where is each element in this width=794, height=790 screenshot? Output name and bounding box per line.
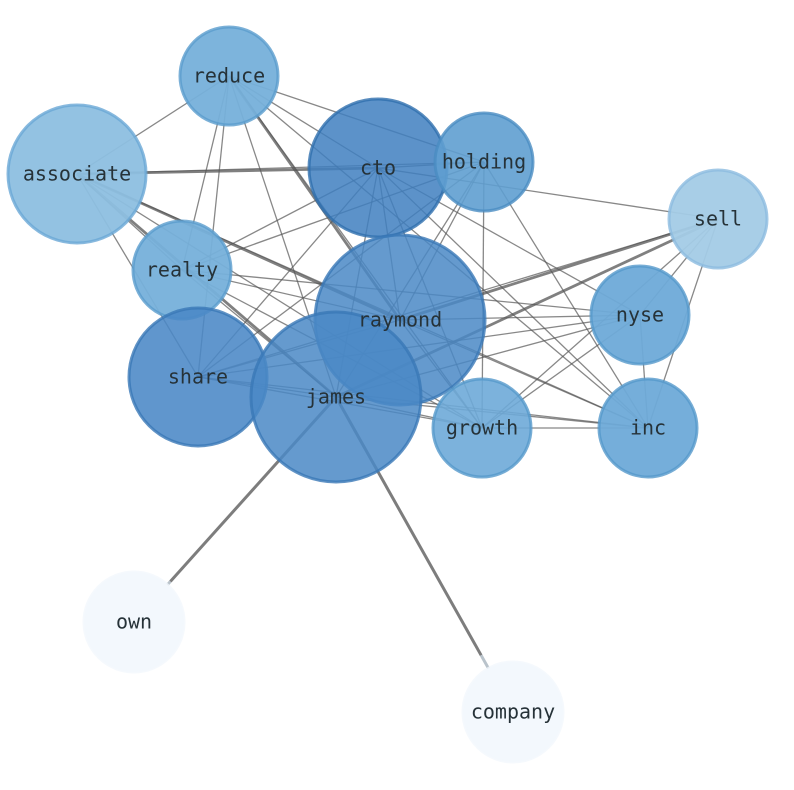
node-circle-sell[interactable] [667, 168, 769, 270]
node-circle-reduce[interactable] [178, 25, 280, 127]
node-label-realty: realty [146, 258, 218, 282]
node-label-raymond: raymond [358, 308, 442, 332]
node-circle-associate[interactable] [6, 103, 148, 245]
node-circle-inc[interactable] [597, 377, 699, 479]
node-circle-james[interactable] [249, 310, 423, 484]
node-associate[interactable] [6, 103, 148, 245]
node-label-company: company [471, 700, 555, 724]
node-label-cto: cto [360, 156, 396, 180]
node-label-associate: associate [23, 162, 131, 186]
node-circle-company[interactable] [461, 660, 565, 764]
nodes-layer: reduce associate cto holding sell realty raymo… [6, 25, 769, 764]
node-label-holding: holding [442, 150, 526, 174]
node-circle-growth[interactable] [431, 377, 533, 479]
node-circle-nyse[interactable] [589, 264, 691, 366]
node-holding[interactable] [433, 111, 535, 213]
node-label-own: own [116, 610, 152, 634]
node-label-inc: inc [630, 416, 666, 440]
node-nyse[interactable] [589, 264, 691, 366]
node-label-james: james [306, 385, 366, 409]
node-company[interactable] [461, 660, 565, 764]
node-own[interactable] [82, 570, 186, 674]
node-label-growth: growth [446, 416, 518, 440]
node-label-nyse: nyse [616, 303, 664, 327]
node-james[interactable] [249, 310, 423, 484]
node-label-reduce: reduce [193, 64, 265, 88]
edge-holding-inc [483, 161, 649, 429]
node-sell[interactable] [667, 168, 769, 270]
node-growth[interactable] [431, 377, 533, 479]
node-label-sell: sell [694, 207, 742, 231]
node-inc[interactable] [597, 377, 699, 479]
node-reduce[interactable] [178, 25, 280, 127]
node-label-share: share [168, 365, 228, 389]
node-circle-holding[interactable] [433, 111, 535, 213]
node-circle-own[interactable] [82, 570, 186, 674]
